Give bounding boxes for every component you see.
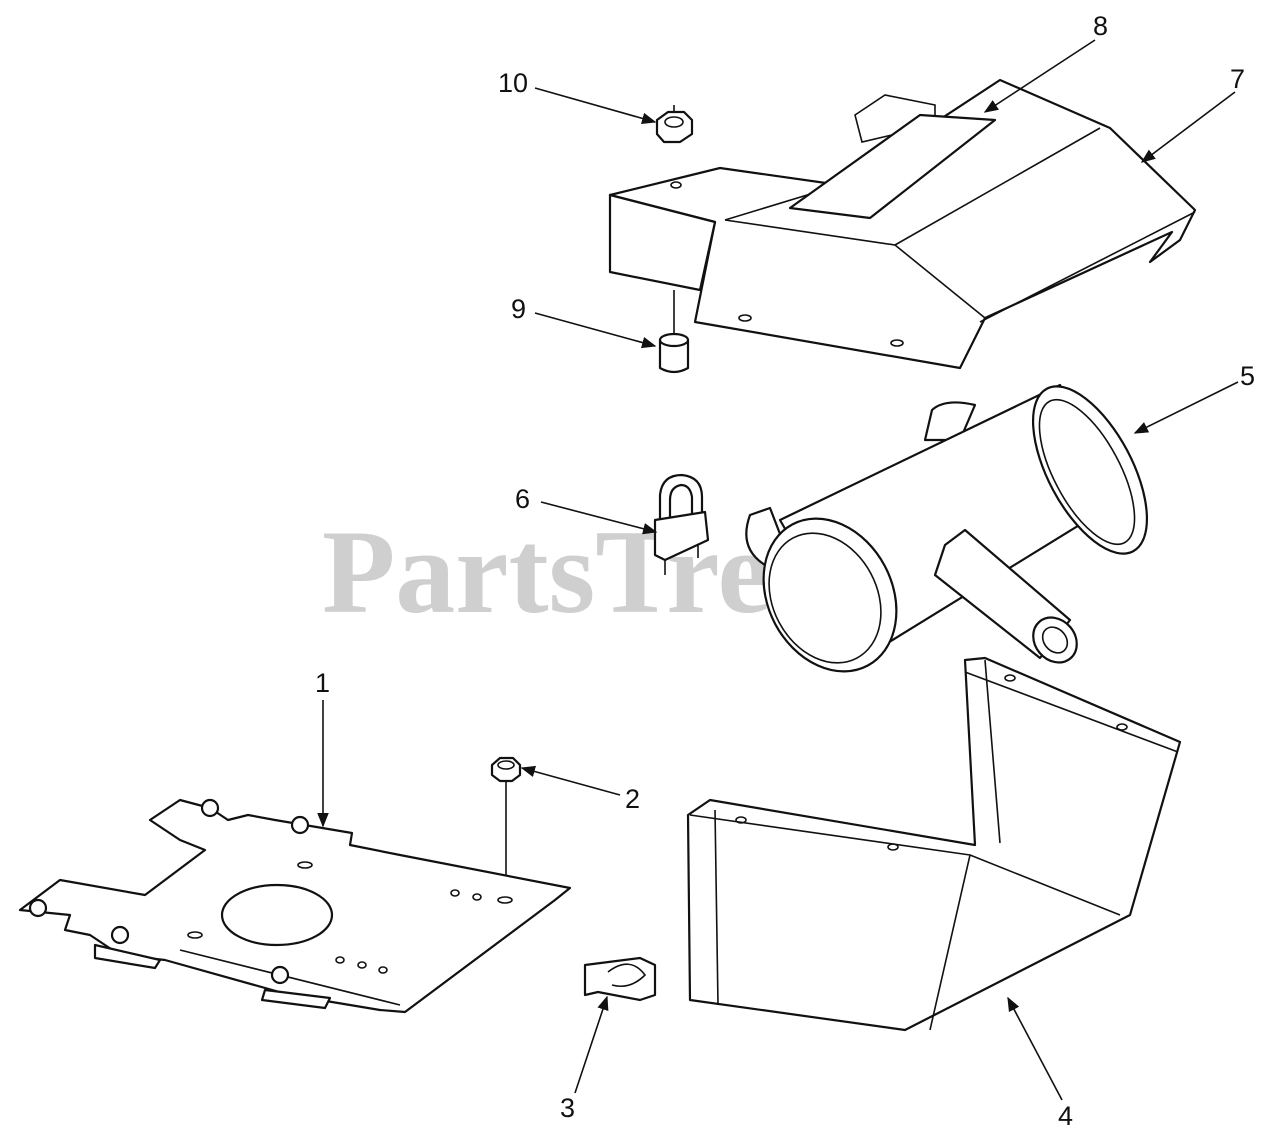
callout-9: 9 [511, 294, 657, 349]
callout-2: 2 [520, 765, 640, 814]
callout-label-10: 10 [498, 68, 528, 98]
part-9-spacer[interactable] [658, 290, 690, 374]
callout-4: 4 [1007, 996, 1073, 1131]
callout-5: 5 [1133, 361, 1255, 434]
callout-label-7: 7 [1230, 64, 1245, 94]
callout-label-6: 6 [515, 484, 530, 514]
part-1-mounting-plate[interactable] [18, 798, 572, 1014]
callout-label-2: 2 [625, 784, 640, 814]
part-7-heat-shield[interactable] [608, 78, 1197, 370]
callout-label-8: 8 [1093, 11, 1108, 41]
callout-label-1: 1 [315, 668, 330, 698]
callout-label-3: 3 [560, 1093, 575, 1123]
callout-label-9: 9 [511, 294, 526, 324]
callout-6: 6 [515, 484, 658, 535]
part-3-clip[interactable] [583, 956, 657, 1002]
watermark-text: PartsTree [322, 505, 824, 638]
callout-7: 7 [1140, 64, 1245, 163]
callout-8: 8 [983, 11, 1108, 113]
watermark: PartsTree TM [322, 505, 947, 638]
part-10-hex-nut[interactable] [655, 105, 694, 144]
callout-1: 1 [315, 668, 330, 828]
callout-10: 10 [498, 68, 657, 125]
part-4-lower-shield[interactable] [686, 656, 1182, 1032]
part-5-muffler[interactable] [738, 369, 1171, 695]
part-6-u-clamp[interactable] [653, 473, 710, 575]
part-2-nut[interactable] [490, 756, 522, 880]
callout-label-4: 4 [1058, 1101, 1073, 1131]
callout-label-5: 5 [1240, 361, 1255, 391]
callout-3: 3 [560, 995, 609, 1123]
